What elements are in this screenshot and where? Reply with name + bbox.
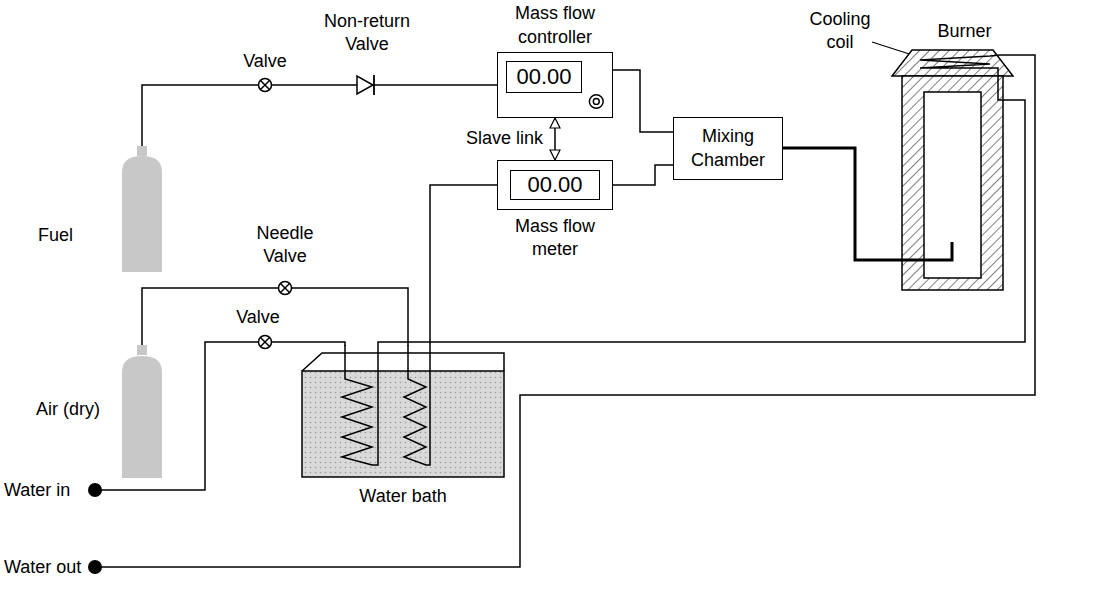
water-bath: Water bath bbox=[298, 345, 508, 515]
burner-tube bbox=[890, 242, 952, 260]
box-label: Mixing Chamber bbox=[680, 125, 776, 172]
pipe-connector bbox=[430, 185, 497, 345]
heat-coil bbox=[404, 345, 430, 465]
fuel-pipe bbox=[142, 85, 497, 146]
link-arrow bbox=[554, 118, 556, 160]
part-label: Valve bbox=[228, 306, 288, 329]
cylinder-neck bbox=[137, 345, 147, 355]
pipe-connector bbox=[613, 165, 673, 185]
display-readout: 00.00 bbox=[510, 170, 600, 200]
valve-symbol bbox=[259, 336, 272, 349]
water-out-pipe bbox=[95, 55, 1035, 567]
fuel-cylinder bbox=[122, 156, 162, 272]
edge-label: Slave link bbox=[464, 127, 545, 150]
display-readout: 00.00 bbox=[506, 61, 582, 93]
knob bbox=[589, 95, 603, 109]
air-pipe bbox=[142, 288, 408, 346]
bath-label: Water bath bbox=[298, 485, 508, 508]
bath-rim bbox=[302, 353, 504, 371]
cooling-coil bbox=[920, 55, 1015, 100]
part-label: Water in bbox=[4, 479, 86, 502]
valve-symbol bbox=[259, 79, 272, 92]
part-label: Air (dry) bbox=[36, 398, 120, 421]
device-heading: Mass flow controller bbox=[498, 2, 612, 49]
cylinder-neck bbox=[137, 146, 147, 156]
device-heading: Mass flow meter bbox=[498, 215, 612, 262]
air-cylinder bbox=[122, 356, 162, 478]
mixing-chamber-box: Mixing Chamber bbox=[673, 117, 783, 180]
mass-flow-meter: 00.00Mass flow meter bbox=[497, 160, 613, 210]
terminal-dot bbox=[88, 560, 102, 574]
knob bbox=[593, 99, 599, 105]
part-label: Non-return Valve bbox=[312, 10, 422, 57]
pipe-connector bbox=[613, 70, 673, 132]
pipe-connector bbox=[783, 148, 890, 260]
heat-coil bbox=[342, 345, 378, 465]
non-return-valve-symbol bbox=[357, 75, 374, 95]
burner: Burner bbox=[890, 20, 1015, 292]
burner-roof bbox=[892, 50, 1013, 76]
part-label: Fuel bbox=[38, 224, 98, 247]
bath-water bbox=[302, 371, 504, 477]
needle-valve-symbol bbox=[279, 282, 292, 295]
part-label: Needle Valve bbox=[240, 222, 330, 269]
burner-label: Burner bbox=[914, 20, 1015, 43]
mass-flow-controller: Mass flow controller00.00 bbox=[497, 52, 613, 118]
part-label: Water out bbox=[4, 556, 88, 579]
burner-shape bbox=[890, 20, 1015, 292]
part-label: Valve bbox=[235, 50, 295, 73]
part-label: Cooling coil bbox=[795, 8, 885, 55]
